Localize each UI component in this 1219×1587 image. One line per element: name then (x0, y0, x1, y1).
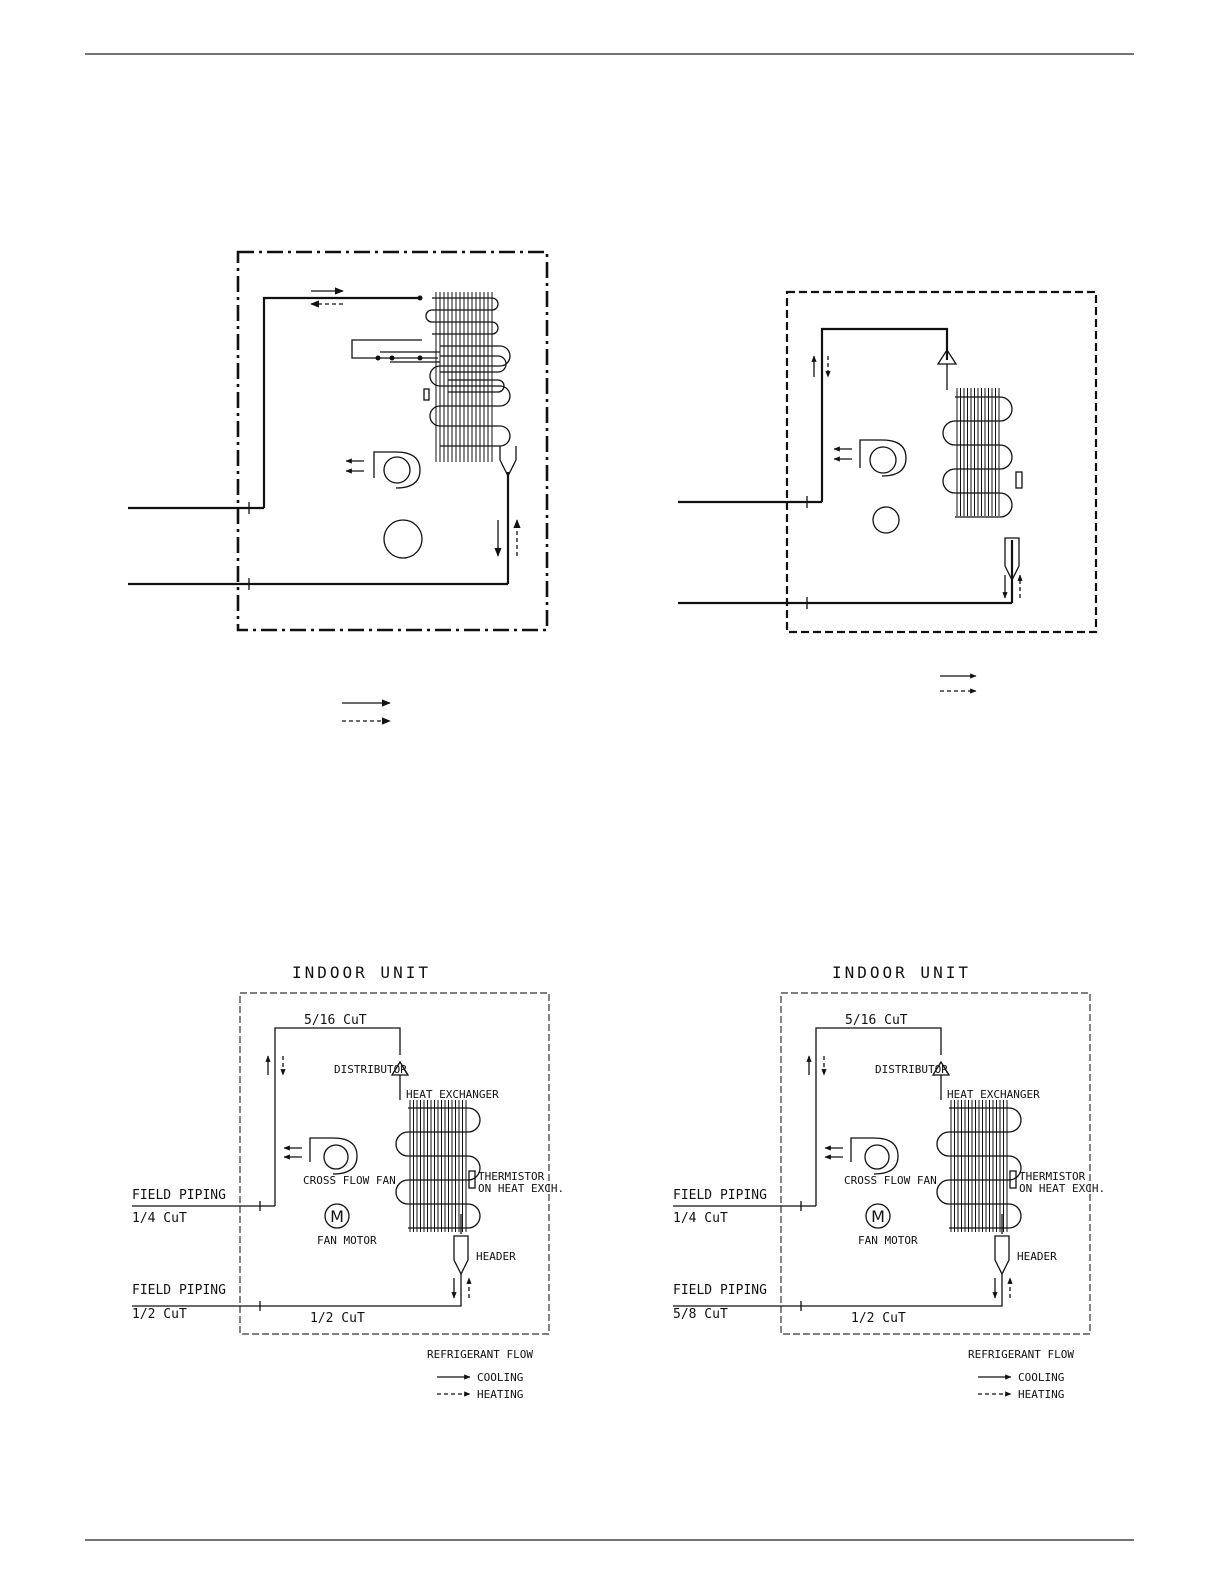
fan-motor (324, 1203, 350, 1229)
field-piping-upper-label: FIELD PIPING (132, 1188, 226, 1203)
diagram-title: INDOOR UNIT (292, 963, 431, 982)
field-piping-lower-size: 1/2 CuT (132, 1307, 187, 1322)
thermistor (1009, 1170, 1017, 1189)
fan-rotor (383, 456, 411, 484)
coil-tube (395, 1107, 481, 1229)
cross-flow-fan (824, 1137, 899, 1175)
joint (389, 355, 395, 361)
distributor-label: DISTRIBUTOR (875, 1063, 948, 1076)
header-tube (351, 339, 438, 359)
field-piping-lower-size: 5/8 CuT (673, 1307, 728, 1322)
thermistor (1015, 471, 1023, 489)
field-piping-lower-label: FIELD PIPING (132, 1283, 226, 1298)
thermistor (423, 388, 430, 401)
coil-tube (425, 297, 499, 335)
upper-pipe-route (820, 327, 949, 502)
fan-housing (309, 1137, 358, 1175)
upper-pipe-route (274, 1027, 401, 1206)
joint (417, 355, 423, 361)
fan-housing (850, 1137, 899, 1175)
header-label: HEADER (476, 1250, 516, 1263)
joint (417, 295, 423, 301)
fan-rotor (323, 1144, 349, 1170)
motor-symbol: M (330, 1207, 344, 1226)
coil-tube (440, 355, 507, 373)
coil-tube (936, 1107, 1022, 1229)
header-label: HEADER (1017, 1250, 1057, 1263)
unit-boundary (239, 992, 550, 1335)
heat-exchanger-coil (395, 1100, 481, 1232)
unit-boundary (785, 290, 1098, 634)
unit-boundary (236, 250, 549, 632)
cross-flow-fan (345, 451, 421, 489)
coil-tube (448, 379, 505, 393)
legend-cooling-label: COOLING (1018, 1371, 1064, 1384)
cross-flow-fan (283, 1137, 358, 1175)
field-piping-upper-label: FIELD PIPING (673, 1188, 767, 1203)
motor-symbol: M (871, 1207, 885, 1226)
coil-tube (429, 345, 511, 447)
cross-flow-fan (833, 439, 907, 477)
thermistor-label-2: ON HEAT EXCH. (478, 1182, 564, 1195)
coil-tube (942, 396, 1013, 518)
diagram-2 (678, 290, 1098, 694)
lower-pipe-route (260, 1274, 462, 1307)
heat-exchanger-coil (942, 388, 1013, 518)
heat-exchanger-coil (425, 292, 511, 462)
thermistor-label: THERMISTOR (478, 1170, 545, 1183)
fan-motor (872, 506, 900, 534)
distributor-label: DISTRIBUTOR (334, 1063, 407, 1076)
fan-motor (865, 1203, 891, 1229)
motor-label: FAN MOTOR (317, 1234, 377, 1247)
heat-exchanger-label: HEAT EXCHANGER (947, 1088, 1040, 1101)
top-pipe-label: 5/16 CuT (304, 1013, 367, 1028)
legend-title: REFRIGERANT FLOW (427, 1348, 533, 1361)
joint (375, 355, 381, 361)
fan-label: CROSS FLOW FAN (844, 1174, 937, 1187)
thermistor (468, 1170, 476, 1189)
diagram-4: INDOOR UNIT 5/16 CuT DISTRIBUTOR HEAT EX… (673, 963, 1105, 1401)
legend-heating-label: HEATING (477, 1388, 523, 1401)
fan-housing (859, 439, 907, 477)
thermistor-label-2: ON HEAT EXCH. (1019, 1182, 1105, 1195)
fan-rotor (869, 446, 897, 474)
motor-label: FAN MOTOR (858, 1234, 918, 1247)
lower-pipe-route (801, 1274, 1003, 1307)
heat-exchanger-label: HEAT EXCHANGER (406, 1088, 499, 1101)
legend-cooling-label: COOLING (477, 1371, 523, 1384)
bottom-pipe-label: 1/2 CuT (851, 1311, 906, 1326)
field-piping-lower-label: FIELD PIPING (673, 1283, 767, 1298)
unit-boundary (780, 992, 1091, 1335)
diagram-1 (128, 250, 549, 725)
upper-pipe-route (262, 296, 420, 508)
field-piping-upper-size: 1/4 CuT (132, 1211, 187, 1226)
header (453, 1235, 469, 1276)
legend-heating-label: HEATING (1018, 1388, 1064, 1401)
fan-label: CROSS FLOW FAN (303, 1174, 396, 1187)
fan-rotor (864, 1144, 890, 1170)
heat-exchanger-coil (936, 1100, 1022, 1232)
fan-housing (373, 451, 421, 489)
upper-pipe-route (815, 1027, 942, 1206)
header (1004, 537, 1020, 582)
bottom-pipe-label: 1/2 CuT (310, 1311, 365, 1326)
diagram-title: INDOOR UNIT (832, 963, 971, 982)
thermistor-label: THERMISTOR (1019, 1170, 1086, 1183)
legend-title: REFRIGERANT FLOW (968, 1348, 1074, 1361)
diagram-3: INDOOR UNIT 5/16 CuT DISTRIBUTOR HEAT EX… (132, 963, 564, 1401)
header-fitting (499, 459, 517, 478)
top-pipe-label: 5/16 CuT (845, 1013, 908, 1028)
fan-motor (383, 519, 423, 559)
field-piping-upper-size: 1/4 CuT (673, 1211, 728, 1226)
header (994, 1235, 1010, 1276)
